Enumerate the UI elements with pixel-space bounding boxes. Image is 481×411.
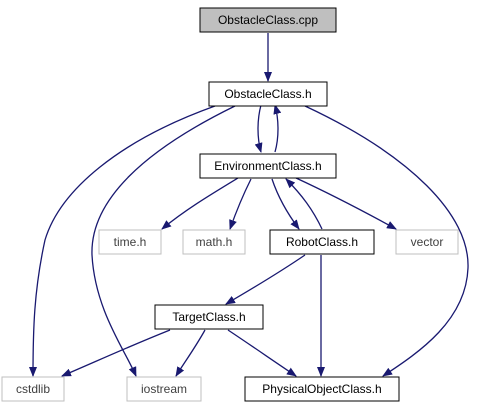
edge-line (225, 254, 306, 305)
edge-robot-class-h-to-target-class-h (225, 254, 306, 305)
node-target-class-h[interactable]: TargetClass.h (154, 304, 264, 330)
edge-line (295, 177, 397, 230)
edge-line (29, 105, 216, 377)
edge-line (285, 178, 323, 230)
node-cstdlib[interactable]: cstdlib (1, 376, 65, 402)
node-math-h[interactable]: math.h (182, 229, 246, 255)
edge-line (271, 178, 300, 230)
edge-line (61, 329, 171, 377)
edge-environment-class-h-to-obstacle-class-h (273, 104, 282, 153)
node-label: ObstacleClass.cpp (218, 13, 318, 27)
edges (29, 33, 469, 377)
node-label: cstdlib (16, 382, 50, 396)
node-label: PhysicalObjectClass.h (262, 382, 381, 396)
edge-line (304, 105, 469, 377)
edge-line (254, 104, 263, 153)
node-label: ObstacleClass.h (224, 87, 311, 101)
node-label: time.h (114, 235, 147, 249)
edge-line (175, 329, 206, 377)
edge-robot-class-h-to-environment-class-h (285, 178, 323, 230)
edge-obstacle-class-h-to-environment-class-h (254, 104, 263, 153)
edge-obstacle-class-h-to-cstdlib (29, 105, 216, 377)
node-label: vector (411, 235, 444, 249)
node-environment-class-h[interactable]: EnvironmentClass.h (199, 153, 337, 179)
node-iostream[interactable]: iostream (126, 376, 202, 402)
edge-target-class-h-to-cstdlib (61, 329, 171, 377)
node-obstacle-class-h[interactable]: ObstacleClass.h (208, 81, 328, 107)
edge-line (161, 177, 239, 230)
nodes: ObstacleClass.cpp ObstacleClass.h Enviro… (1, 7, 459, 402)
node-label: iostream (141, 382, 187, 396)
edge-target-class-h-to-physical-object-class-h (227, 329, 297, 377)
edge-line (91, 105, 236, 377)
node-robot-class-h[interactable]: RobotClass.h (269, 229, 375, 255)
edge-environment-class-h-to-math-h (229, 178, 252, 230)
edge-line (227, 329, 297, 377)
node-label: math.h (196, 235, 233, 249)
node-label: EnvironmentClass.h (214, 159, 321, 173)
node-label: RobotClass.h (286, 235, 358, 249)
edge-obstacle-class-h-to-iostream (91, 105, 236, 377)
edge-line (273, 104, 282, 153)
edge-obstacle-class-h-to-physical-object-class-h (304, 105, 469, 377)
node-label: TargetClass.h (172, 310, 245, 324)
edge-environment-class-h-to-time-h (161, 177, 239, 230)
node-vector[interactable]: vector (395, 229, 459, 255)
node-obstacle-class-cpp[interactable]: ObstacleClass.cpp (199, 7, 337, 33)
edge-target-class-h-to-iostream (175, 329, 206, 377)
edge-line (229, 178, 252, 230)
edge-environment-class-h-to-vector (295, 177, 397, 230)
node-physical-object-class-h[interactable]: PhysicalObjectClass.h (244, 376, 400, 402)
node-time-h[interactable]: time.h (98, 229, 162, 255)
edge-environment-class-h-to-robot-class-h (271, 178, 300, 230)
